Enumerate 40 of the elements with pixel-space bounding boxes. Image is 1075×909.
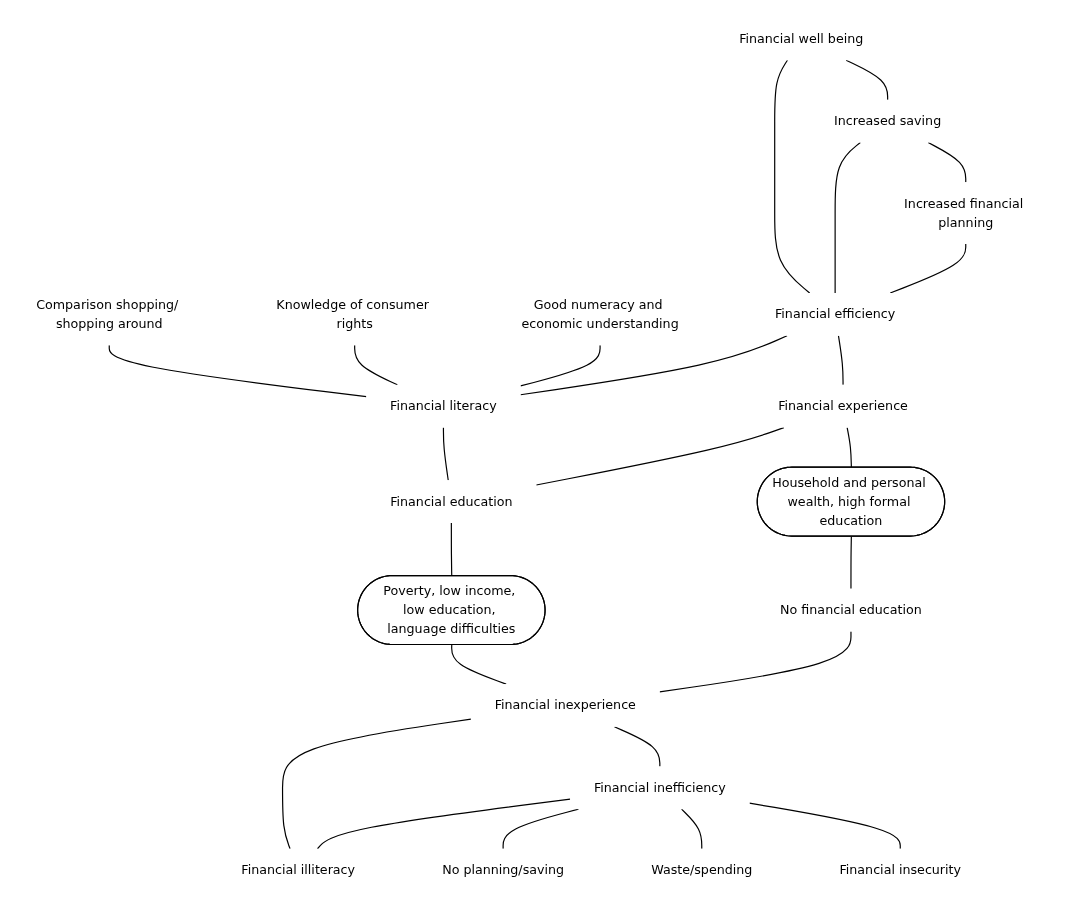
connector	[535, 427, 785, 486]
node-text: Financial inexperience	[494, 697, 636, 713]
node-text: Increased saving	[834, 113, 942, 129]
connector	[846, 427, 852, 469]
node-text: No financial education	[780, 602, 922, 618]
node-text: Financial well being	[739, 30, 864, 46]
node-text: Knowledge of consumer rights	[276, 296, 429, 331]
connector	[613, 726, 661, 767]
connector	[889, 243, 967, 294]
node-text: Financial efficiency	[774, 306, 896, 322]
connector	[502, 808, 580, 850]
connector	[451, 644, 507, 685]
connector	[519, 344, 601, 387]
node-text: Financial inefficiency	[593, 779, 726, 795]
node-text: No planning/saving	[442, 862, 565, 878]
connector	[442, 427, 449, 481]
connector	[354, 344, 398, 386]
connector	[748, 802, 901, 850]
node-text: Financial literacy	[390, 398, 497, 414]
node-text: Financial insecurity	[839, 862, 962, 878]
connector	[834, 142, 861, 294]
node-text: Financial experience	[778, 398, 908, 414]
connector	[450, 522, 453, 577]
connector	[845, 59, 889, 101]
node-text: Financial education	[390, 493, 513, 509]
connector	[659, 630, 852, 693]
connector	[837, 335, 844, 386]
node-text: Waste/spending	[651, 862, 753, 878]
connector	[927, 142, 967, 183]
node-text: Comparison shopping/ shopping around	[36, 296, 179, 331]
connector	[281, 718, 472, 850]
connector	[681, 808, 703, 850]
node-text: Increased financial planning	[904, 195, 1024, 230]
connector	[316, 798, 571, 850]
connector	[774, 59, 811, 294]
connector	[519, 335, 788, 396]
connector	[108, 344, 367, 398]
connector	[850, 535, 852, 590]
node-text: Financial illiteracy	[241, 862, 356, 878]
node-text: Good numeracy and economic understanding	[521, 296, 679, 331]
